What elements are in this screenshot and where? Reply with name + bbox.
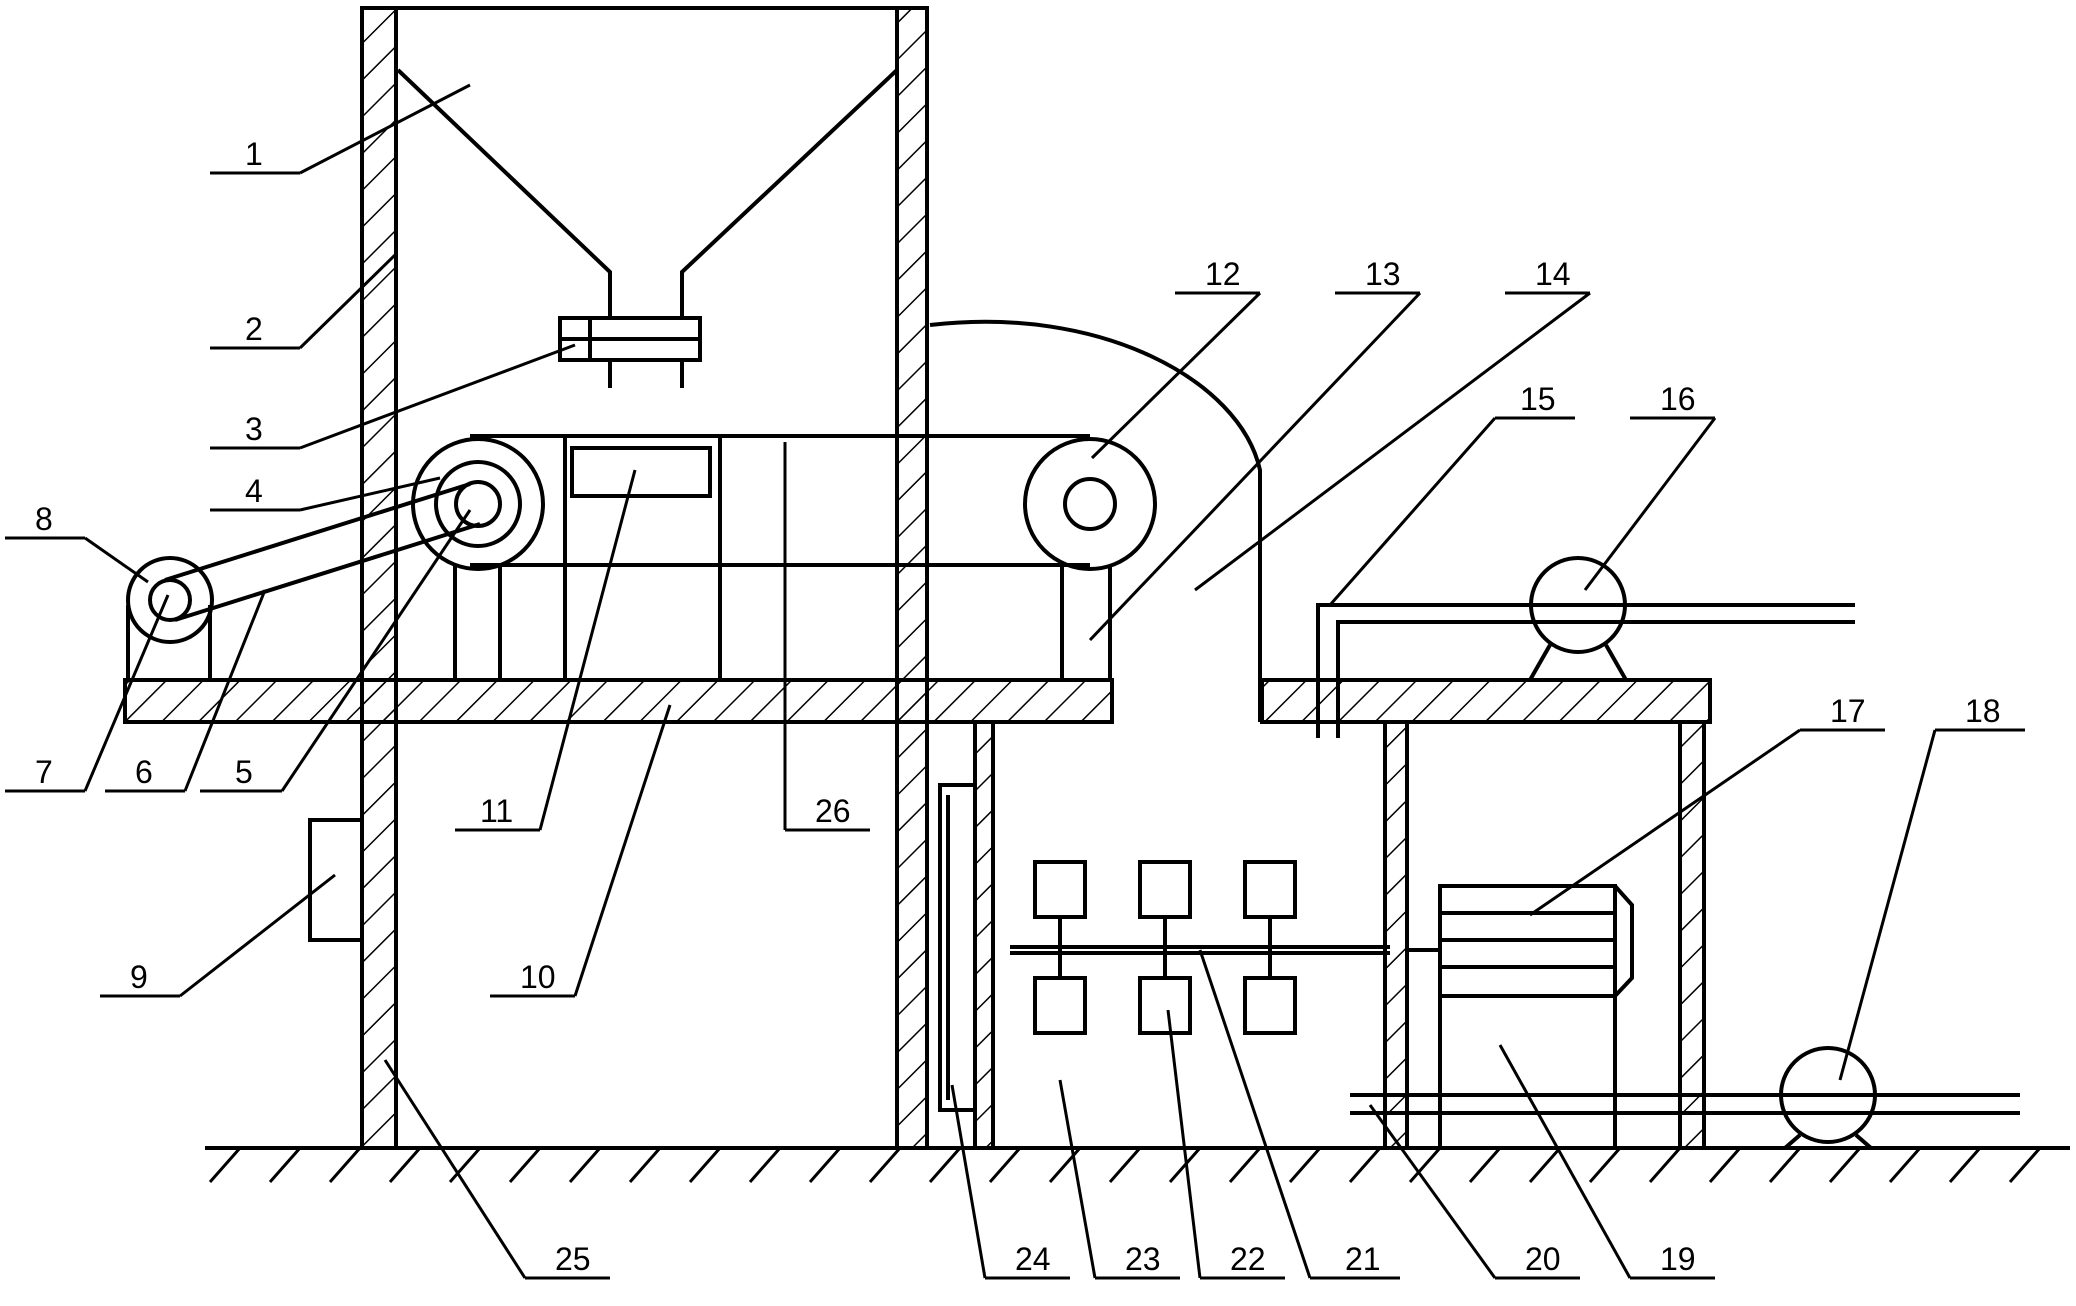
chamber-left-wall	[1383, 720, 1409, 1150]
leader-line	[1058, 1079, 1097, 1279]
label-20: 20	[1525, 1241, 1561, 1277]
stirring-paddles	[1033, 860, 1297, 1035]
leader-line	[538, 469, 637, 831]
leader-line	[179, 873, 336, 998]
pump-16	[1528, 556, 1628, 681]
label-16: 16	[1660, 381, 1696, 417]
leader-line	[84, 536, 149, 584]
stirring-shaft	[1010, 945, 1440, 955]
label-26: 26	[815, 793, 851, 829]
conveyor-belt-frame	[470, 434, 1090, 680]
label-1: 1	[245, 136, 263, 172]
leader-line	[383, 1059, 527, 1279]
label-2: 2	[245, 311, 263, 347]
label-9: 9	[130, 959, 148, 995]
callout-leaders	[5, 83, 2025, 1280]
label-10: 10	[520, 959, 556, 995]
leader-line	[950, 1084, 987, 1279]
callout-labels: 1 2 3 4 5 6 7 8 9 10 11 12 13 14 15 16 1…	[35, 136, 2001, 1277]
leader-line	[1838, 729, 1937, 1081]
label-5: 5	[235, 754, 253, 790]
leader-line	[299, 343, 576, 450]
leader-line	[1166, 1009, 1202, 1279]
label-7: 7	[35, 754, 53, 790]
housing-left-wall	[360, 6, 398, 1150]
label-18: 18	[1965, 693, 2001, 729]
leader-line	[1328, 417, 1497, 606]
label-13: 13	[1365, 256, 1401, 292]
label-3: 3	[245, 411, 263, 447]
pump-18	[1779, 1046, 1877, 1150]
leader-line	[1194, 291, 1591, 592]
bottom-pipe	[1350, 1093, 2020, 1115]
leader-line	[183, 589, 267, 792]
label-6: 6	[135, 754, 153, 790]
leader-line	[299, 476, 441, 512]
chamber-door	[938, 720, 995, 1150]
chamber-roof	[1258, 678, 1712, 724]
leader-line	[1368, 1104, 1497, 1279]
leader-line	[280, 509, 472, 792]
hopper-funnel	[396, 68, 899, 318]
leader-line	[1198, 949, 1312, 1279]
label-14: 14	[1535, 256, 1571, 292]
leader-line	[1090, 291, 1262, 460]
leader-line	[299, 83, 471, 175]
leader-line	[1583, 417, 1717, 591]
label-15: 15	[1520, 381, 1556, 417]
leader-line	[573, 704, 672, 997]
label-24: 24	[1015, 1241, 1051, 1277]
label-12: 12	[1205, 256, 1241, 292]
idler-roller	[1023, 437, 1157, 680]
drive-belt	[164, 482, 481, 622]
cover-hood	[929, 319, 1262, 680]
ground	[205, 1146, 2070, 1183]
sensor-box	[570, 446, 712, 498]
label-8: 8	[35, 501, 53, 537]
leader-line	[83, 594, 170, 792]
control-box	[308, 818, 364, 942]
steam-pipe	[1316, 603, 1855, 738]
chamber-right-wall	[1678, 720, 1706, 1150]
label-17: 17	[1830, 693, 1866, 729]
platform	[123, 678, 1114, 724]
leader-line	[1529, 728, 1801, 917]
label-23: 23	[1125, 1241, 1161, 1277]
label-11: 11	[480, 793, 513, 829]
leader-line	[1088, 291, 1422, 642]
leader-line	[298, 253, 397, 350]
label-4: 4	[245, 473, 263, 509]
housing-right-wall	[895, 6, 929, 1150]
label-21: 21	[1345, 1241, 1381, 1277]
drive-roller	[411, 437, 545, 680]
heater-unit	[1438, 884, 1634, 1148]
label-22: 22	[1230, 1241, 1266, 1277]
label-19: 19	[1660, 1241, 1696, 1277]
discharge-valve	[558, 316, 702, 388]
label-25: 25	[555, 1241, 591, 1277]
leader-line	[1498, 1044, 1632, 1279]
